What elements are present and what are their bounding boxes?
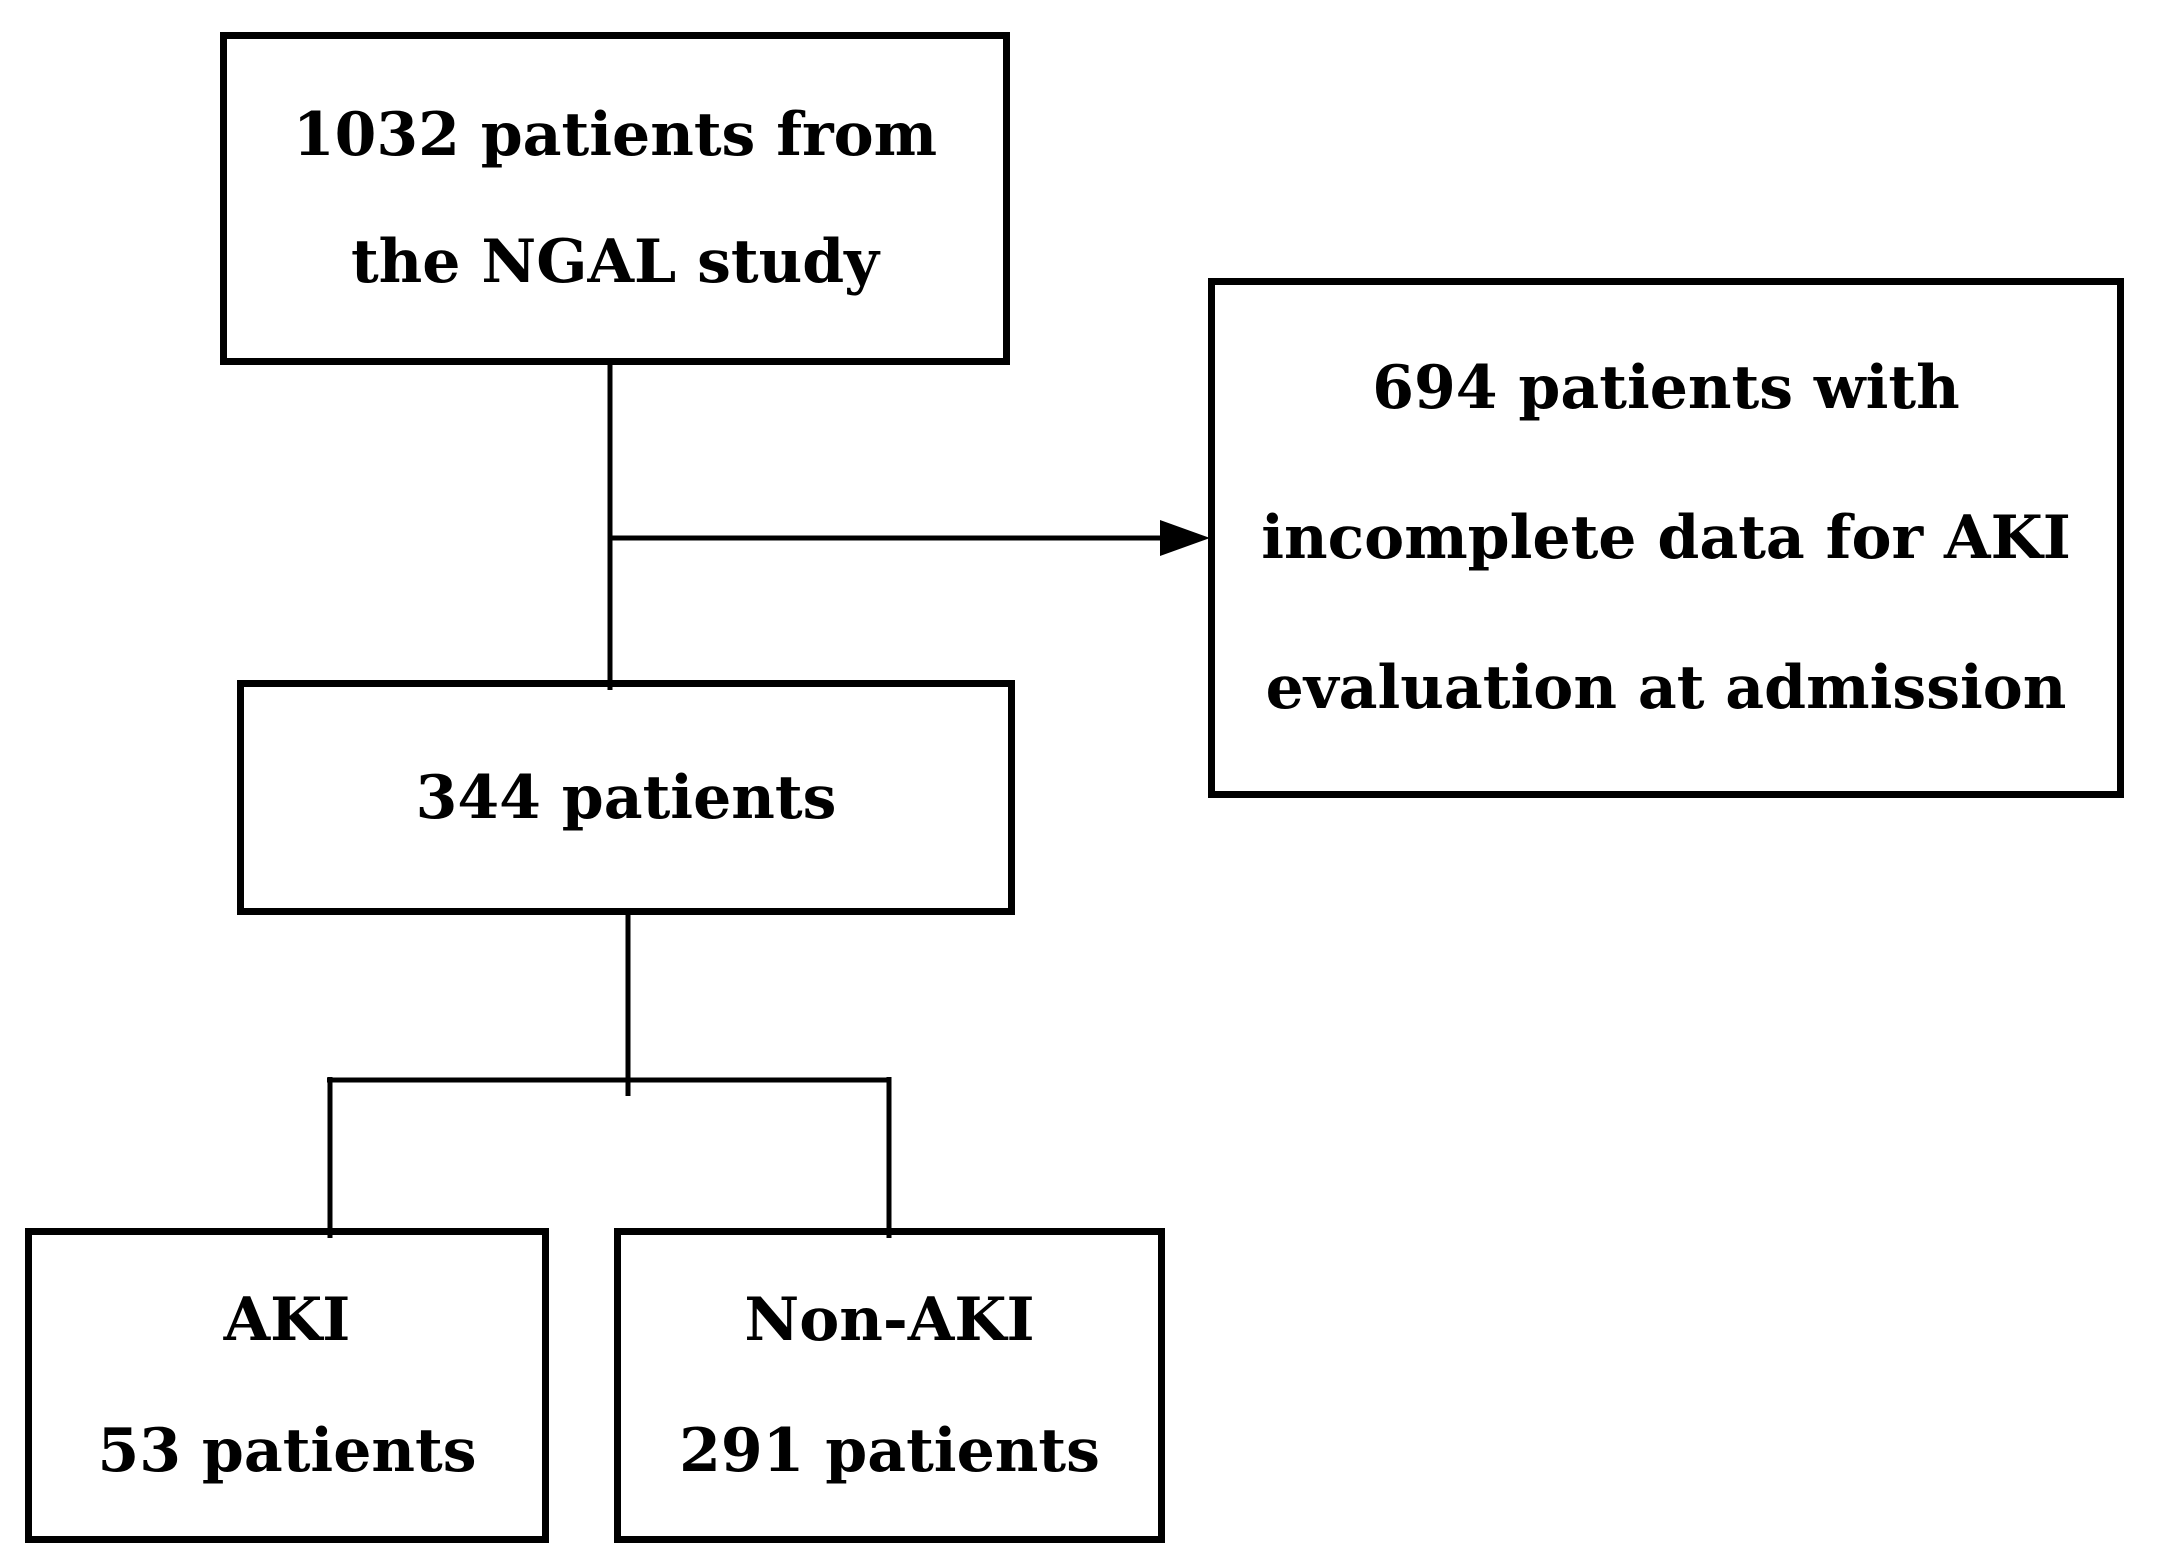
box-excluded-line-3: evaluation at admission xyxy=(1265,653,2067,723)
box-non-aki-line-1: Non-AKI xyxy=(744,1284,1035,1355)
box-aki: AKI 53 patients xyxy=(25,1228,549,1543)
box-source: 1032 patients from the NGAL study xyxy=(220,32,1010,365)
arrowhead-icon xyxy=(1160,520,1210,556)
box-aki-line-2: 53 patients xyxy=(97,1415,477,1486)
box-included: 344 patients xyxy=(237,680,1015,915)
box-excluded: 694 patients with incomplete data for AK… xyxy=(1208,278,2124,798)
box-aki-line-1: AKI xyxy=(223,1284,351,1355)
box-excluded-line-2: incomplete data for AKI xyxy=(1261,503,2071,573)
box-non-aki-line-2: 291 patients xyxy=(679,1415,1100,1486)
box-excluded-line-1: 694 patients with xyxy=(1372,353,1960,423)
box-source-line-1: 1032 patients from xyxy=(292,99,938,170)
box-source-line-2: the NGAL study xyxy=(350,226,880,297)
box-non-aki: Non-AKI 291 patients xyxy=(614,1228,1165,1543)
box-included-line-1: 344 patients xyxy=(415,762,837,833)
